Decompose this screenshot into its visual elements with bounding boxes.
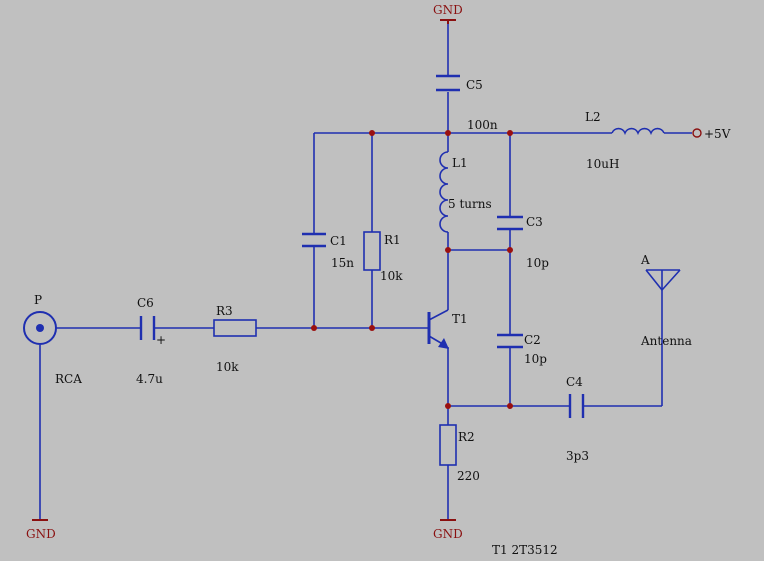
gnd-bottom-label: GND [433,527,463,541]
l2-value: 10uH [586,157,619,171]
c5-capacitor [436,74,460,92]
junction-dot [445,247,451,253]
rca-connector [23,311,57,345]
r3-label: R3 [216,304,233,318]
r3-resistor [213,319,257,337]
r2-label: R2 [458,430,475,444]
c6-polarity: + [156,333,166,347]
c6-value: 4.7u [136,372,163,386]
r1-resistor [363,231,381,271]
gnd-top-label: GND [433,3,463,17]
junction-dot [369,130,375,136]
gnd-left-label: GND [26,527,56,541]
l1-value: 5 turns [448,197,492,211]
vcc-label: +5V [704,127,731,141]
l1-inductor [439,151,449,233]
junction-dot [507,130,513,136]
l1-label: L1 [452,156,468,170]
c2-value: 10p [524,352,547,366]
c1-label: C1 [330,234,347,248]
p-label: P [34,293,42,307]
c2-capacitor [497,333,523,349]
l2-inductor [611,127,665,136]
junction-dot [445,130,451,136]
r1-value: 10k [380,269,403,283]
junction-dot [369,325,375,331]
c5-label: C5 [466,78,483,92]
antenna-label: Antenna [640,334,692,348]
junction-dot [507,247,513,253]
c6-capacitor [139,316,156,340]
antenna-symbol [645,269,681,291]
c6-label: C6 [137,296,154,310]
rca-label: RCA [55,372,82,386]
gnd-top-symbol [440,19,456,24]
c5-value: 100n [467,118,498,132]
c3-capacitor [497,215,523,231]
c1-capacitor [302,232,326,248]
vcc-terminal [692,128,702,138]
transistor-note: T1 2T3512 [492,543,558,557]
c4-capacitor [568,394,585,418]
c4-value: 3p3 [566,449,589,463]
c1-value: 15n [331,256,354,270]
r2-resistor [439,424,457,466]
c3-label: C3 [526,215,543,229]
junction-dot [507,403,513,409]
junction-dot [445,403,451,409]
l2-label: L2 [585,110,601,124]
c3-value: 10p [526,256,549,270]
r1-label: R1 [384,233,401,247]
r2-value: 220 [457,469,480,483]
c4-label: C4 [566,375,583,389]
junction-dot [311,325,317,331]
c2-label: C2 [524,333,541,347]
r3-value: 10k [216,360,239,374]
t1-transistor [427,309,449,349]
antenna-ref-label: A [640,253,650,267]
t1-label: T1 [452,312,468,326]
